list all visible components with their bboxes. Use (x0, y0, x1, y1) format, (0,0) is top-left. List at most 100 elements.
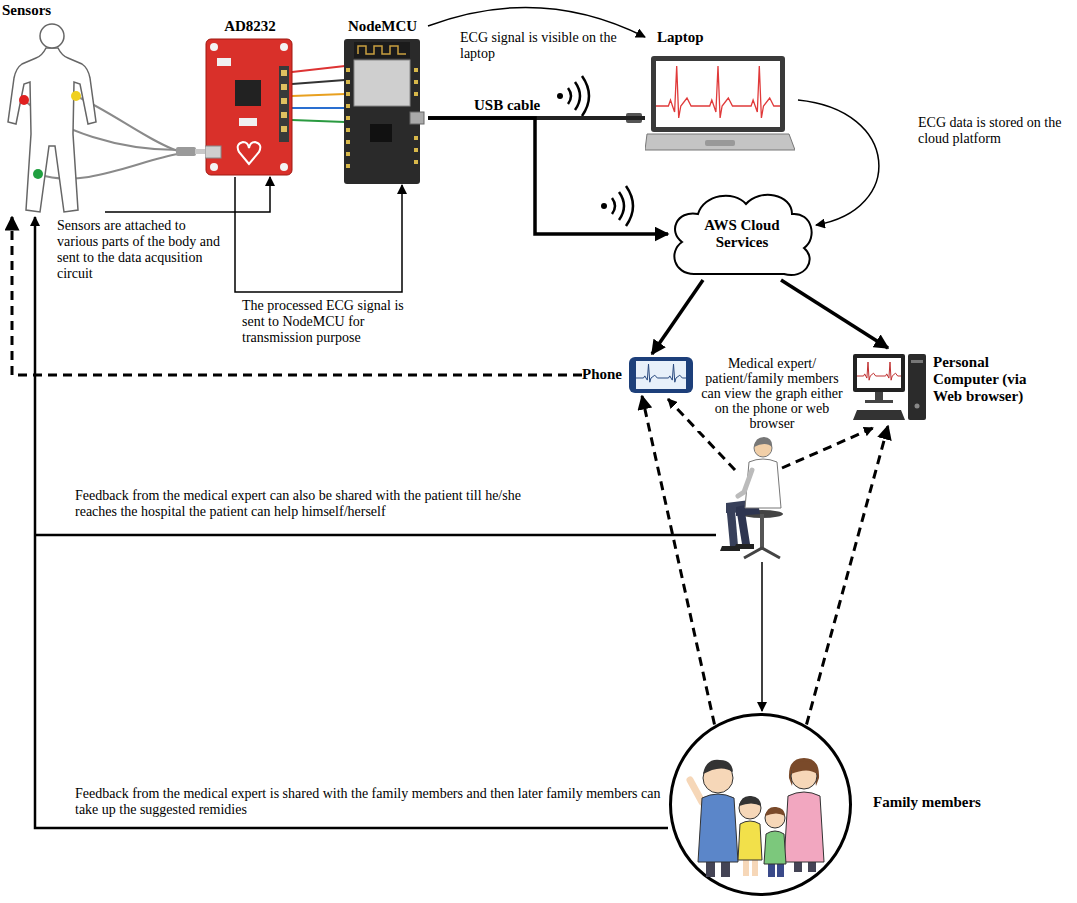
shape-rect (346, 104, 350, 108)
shape-path (791, 761, 817, 774)
shape-path (568, 88, 571, 104)
shape-rect (414, 160, 418, 164)
shape-path (612, 198, 615, 214)
ad8232-board-node: AD8232 (205, 18, 298, 177)
shape-path (734, 544, 754, 549)
shape-rect (281, 112, 287, 118)
nodemcu-board-node: NodeMCU (340, 18, 428, 185)
body-figure-node: Sensors (2, 2, 105, 217)
node-label: Sensors (2, 2, 105, 19)
shape-rect (206, 39, 292, 175)
annotation-text: The processed ECG signal is sent to Node… (242, 298, 407, 346)
shape-rect (346, 92, 350, 96)
shape-path (738, 470, 752, 496)
connector-arrow (12, 217, 582, 375)
shape-rect (279, 66, 289, 142)
shape-rect (235, 80, 261, 106)
shape-line (782, 428, 873, 468)
doctor-arrows (35, 399, 873, 711)
shape-rect (857, 358, 901, 388)
cloud-shape-node: AWS Cloud Services (668, 188, 816, 280)
family-circle-node: Family members (668, 712, 984, 897)
shape-rect (414, 68, 418, 72)
shape-rect (743, 858, 749, 876)
shape-rect (239, 118, 257, 126)
shape-rect (354, 60, 410, 106)
shape-rect (346, 152, 350, 156)
shape-rect (217, 58, 231, 66)
shape-rect (651, 56, 785, 132)
ad8232-board (205, 38, 295, 177)
shape-path (674, 195, 811, 275)
shape-rect (414, 80, 418, 84)
shape-circle (19, 95, 29, 105)
edge-label-holder: Feedback from the medical expert is shar… (75, 786, 665, 818)
shape-path (626, 186, 633, 226)
nodemcu-board (340, 38, 425, 185)
shape-rect (853, 354, 905, 392)
edge-label: ECG signal is visible on the laptop (460, 30, 620, 62)
shape-circle (280, 43, 288, 51)
shape-path (744, 548, 780, 558)
shape-circle (280, 163, 288, 171)
body-figure (2, 22, 102, 217)
connector-arrow (428, 118, 668, 234)
shape-rect (414, 136, 418, 140)
wifi-symbol (601, 186, 633, 226)
shape-path (582, 76, 589, 116)
shape-rect (205, 146, 221, 158)
edge-label: ECG data is stored on the cloud platform (918, 115, 1070, 147)
shape-rect (346, 68, 350, 72)
shape-rect (636, 361, 686, 389)
annotation-text-holder: Sensors are attached to various parts of… (57, 218, 229, 282)
shape-rect (629, 357, 693, 393)
shape-rect (875, 392, 883, 400)
shape-path (8, 48, 96, 212)
shape-line (292, 80, 345, 84)
shape-line (292, 66, 345, 72)
shape-rect (346, 164, 350, 168)
connector-arrow (807, 426, 889, 725)
shape-circle (671, 715, 851, 895)
shape-rect (176, 147, 196, 156)
laptop (645, 54, 795, 154)
phone-device-node: Phone (582, 354, 697, 396)
shape-path (739, 796, 761, 806)
node-label: Laptop (657, 29, 798, 46)
connector-arrow (781, 280, 888, 348)
shape-path (738, 821, 762, 860)
shape-line (292, 107, 345, 109)
shape-rect (414, 148, 418, 152)
wifi-symbol (557, 76, 589, 116)
shape-path (754, 437, 772, 447)
shape-circle (210, 163, 218, 171)
shape-path (765, 807, 785, 816)
shape-path (645, 134, 795, 150)
shape-path (745, 459, 781, 508)
shape-circle (557, 93, 563, 99)
shape-path (575, 82, 580, 110)
annotation-text: Feedback from the medical expert can als… (75, 488, 545, 520)
edge-label-holder: USB cable (474, 96, 564, 114)
shape-path (853, 410, 905, 420)
annotation-text-holder: Feedback from the medical expert can als… (75, 488, 545, 520)
shape-g (346, 68, 418, 168)
edge-label: Feedback from the medical expert is shar… (75, 786, 665, 818)
shape-circle (33, 169, 43, 179)
shape-line (292, 120, 345, 122)
shape-rect (281, 126, 287, 132)
shape-path (358, 46, 406, 54)
family-circle (668, 712, 853, 897)
shape-rect (195, 149, 206, 154)
shape-polyline (636, 364, 686, 382)
shape-path (698, 794, 738, 862)
shape-path (619, 192, 624, 220)
jumper-wires (292, 66, 345, 122)
shape-rect (908, 354, 926, 420)
connector-arrow (798, 100, 879, 225)
node-label: NodeMCU (340, 18, 425, 35)
shape-rect (656, 61, 780, 127)
shape-rect (705, 140, 735, 146)
